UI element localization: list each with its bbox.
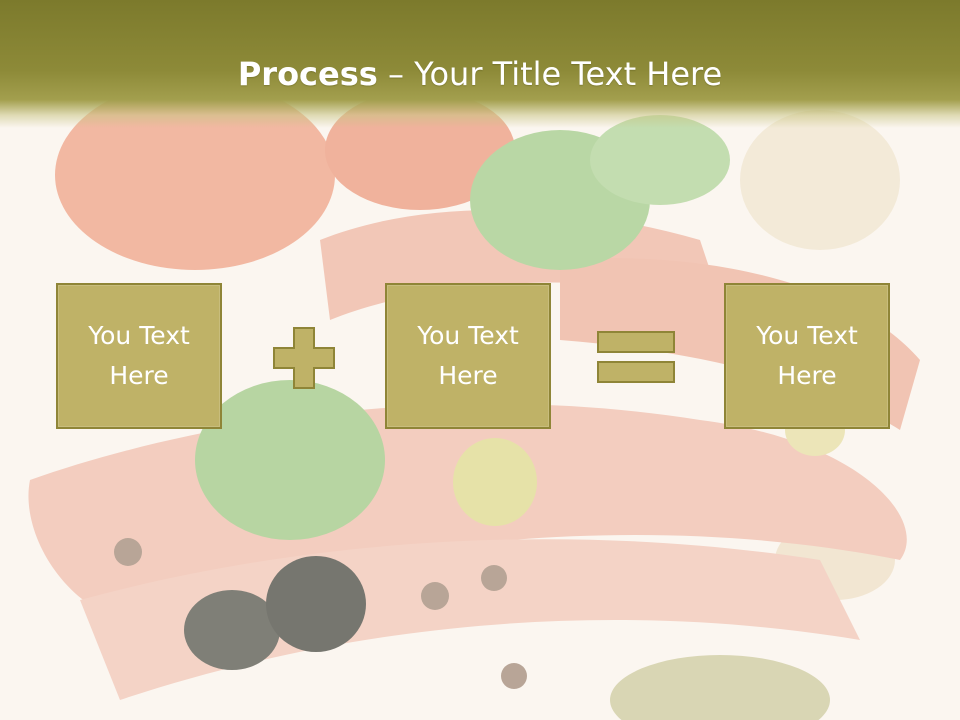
process-box-2[interactable]: You Text Here xyxy=(385,283,551,429)
plus-icon xyxy=(273,327,335,389)
process-box-3-text: You Text Here xyxy=(756,321,858,390)
title-bold-part: Process xyxy=(237,55,378,93)
slide-title[interactable]: Process – Your Title Text Here xyxy=(0,52,960,96)
process-box-1-text: You Text Here xyxy=(88,321,190,390)
equals-icon xyxy=(597,331,675,383)
title-bar xyxy=(0,0,960,128)
process-box-1[interactable]: You Text Here xyxy=(56,283,222,429)
title-rest: Your Title Text Here xyxy=(414,55,723,93)
process-box-3[interactable]: You Text Here xyxy=(724,283,890,429)
title-separator: – xyxy=(377,55,415,93)
process-box-2-text: You Text Here xyxy=(417,321,519,390)
